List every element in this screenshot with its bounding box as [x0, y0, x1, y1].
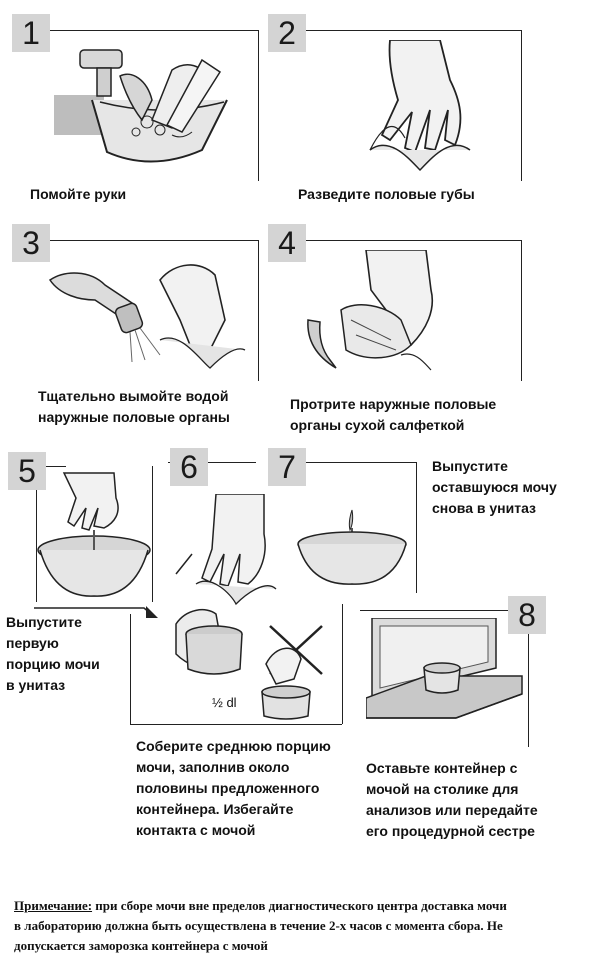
step-6-right-line	[342, 604, 343, 724]
step-1-frame	[36, 30, 259, 181]
hand-spread-icon	[369, 40, 471, 172]
step-5-caption-line-1: Выпустите	[6, 614, 82, 630]
step-5-number: 5	[8, 452, 46, 490]
step-5-frame	[36, 466, 153, 602]
step-6-number: 6	[170, 448, 208, 486]
step-6-left-line	[130, 614, 131, 724]
shower-washing-icon	[48, 264, 246, 369]
step-3-frame	[36, 240, 259, 381]
step-4-number: 4	[268, 224, 306, 262]
step-6-bottom-line	[130, 724, 342, 725]
collect-container-icon	[175, 494, 323, 720]
step-6-top-line	[168, 462, 256, 463]
step-7-frame	[288, 462, 417, 593]
step-3-caption-line-2: наружные половые органы	[38, 409, 230, 425]
step-8-caption-line-1: Оставьте контейнер с	[366, 760, 518, 776]
step-7-caption-line-3: снова в унитаз	[432, 500, 537, 516]
note-line-3: допускается заморозка контейнера с мочой	[14, 938, 268, 953]
step-4-caption-line-1: Протрите наружные половые	[290, 396, 497, 412]
step-7-caption-line-2: оставшуюся мочу	[432, 479, 557, 495]
step-8-number: 8	[508, 596, 546, 634]
note-label: Примечание:	[14, 898, 93, 913]
toilet-first-portion-icon	[34, 472, 158, 618]
step-2-number: 2	[268, 14, 306, 52]
toilet-remaining-icon	[297, 509, 407, 585]
note-text-1: при сборе мочи вне пределов диагностичес…	[92, 898, 507, 913]
wipe-napkin-icon	[307, 250, 434, 371]
step-6-caption-line-5: контакта с мочой	[136, 822, 256, 838]
step-2-caption: Разведите половые губы	[298, 186, 475, 202]
step-6-volume-label: ½ dl	[212, 695, 237, 710]
step-5-caption-line-4: в унитаз	[6, 677, 66, 693]
step-6-caption-line-2: мочи, заполнив около	[136, 759, 290, 775]
step-6-caption-line-3: половины предложенного	[136, 780, 320, 796]
step-1-number: 1	[12, 14, 50, 52]
step-8-caption-line-3: анализов или передайте	[366, 802, 538, 818]
step-5-caption-line-2: первую	[6, 635, 59, 651]
step-8-caption-line-2: мочой на столике для	[366, 781, 519, 797]
step-4-frame	[289, 240, 522, 381]
step-3-caption-line-1: Тщательно вымойте водой	[38, 388, 229, 404]
step-3-number: 3	[12, 224, 50, 262]
step-1-caption: Помойте руки	[30, 186, 127, 202]
step-6-caption-line-4: контейнера. Избегайте	[136, 801, 294, 817]
step-6-caption-line-1: Соберите среднюю порцию	[136, 738, 331, 754]
step-4-caption-line-2: органы сухой салфеткой	[290, 417, 465, 433]
step-8-caption-line-4: его процедурной сестре	[366, 823, 535, 839]
step-7-number: 7	[268, 448, 306, 486]
step-5-caption-line-3: порцию мочи	[6, 656, 100, 672]
step-7-caption-line-1: Выпустите	[432, 458, 508, 474]
container-on-shelf-icon	[366, 618, 523, 719]
note-line-1: Примечание: при сборе мочи вне пределов …	[14, 896, 590, 916]
note-block: Примечание: при сборе мочи вне пределов …	[14, 896, 590, 956]
note-line-2: в лабораторию должна быть осуществлена в…	[14, 918, 503, 933]
hand-washing-icon	[54, 49, 228, 163]
step-2-frame	[289, 30, 522, 181]
step-8-frame	[360, 610, 529, 747]
